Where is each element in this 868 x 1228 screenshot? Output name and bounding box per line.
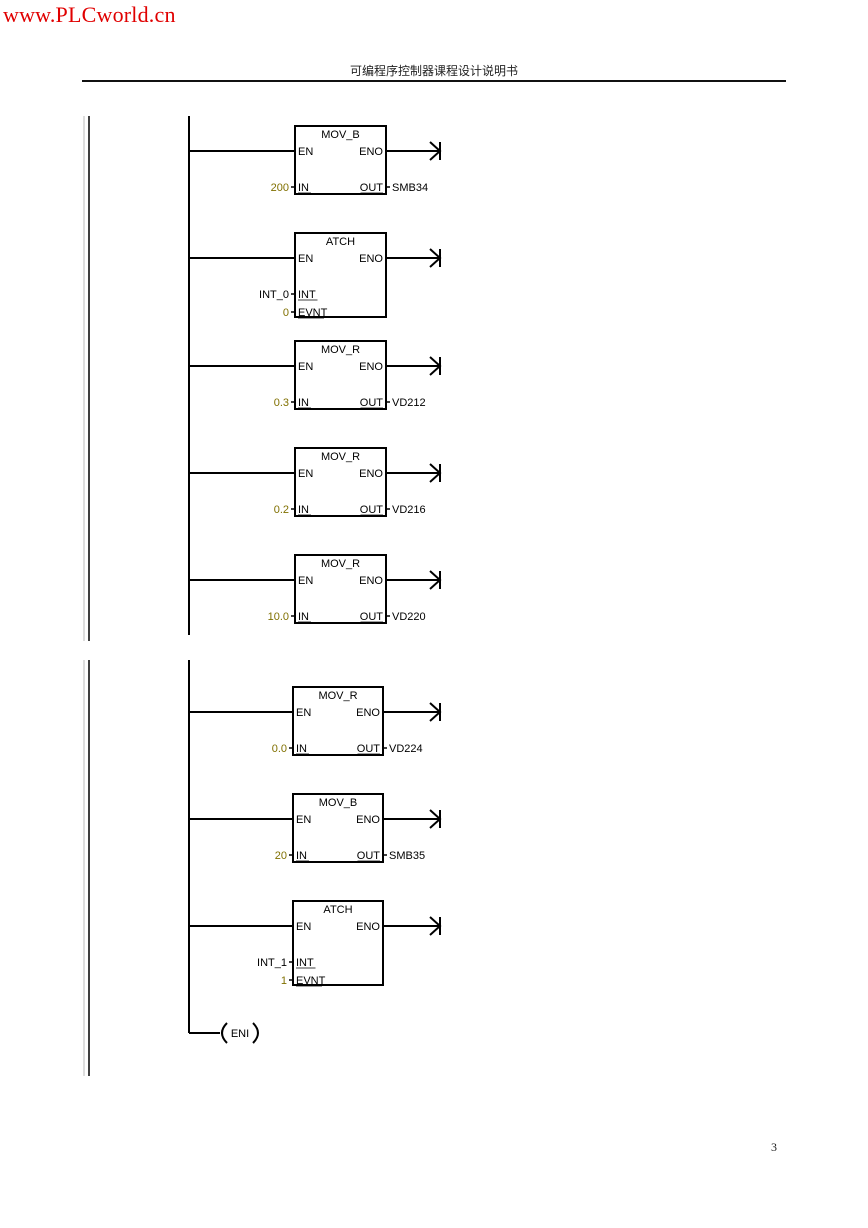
input-value: 0.3: [274, 397, 289, 409]
pin-out: OUT: [360, 182, 384, 194]
instruction-name: MOV_R: [321, 344, 360, 356]
instruction-box: [292, 686, 384, 756]
input-value: 0: [283, 307, 289, 319]
instruction-box-mov-r: MOV_R EN ENO IN 10.0 OUT VD220: [189, 554, 442, 624]
instruction-box-mov-b: MOV_B EN ENO IN 200 OUT SMB34: [189, 125, 442, 195]
pin-out: OUT: [360, 504, 384, 516]
instruction-name: ATCH: [326, 236, 355, 248]
pin-eno: ENO: [359, 361, 383, 373]
instruction-name: MOV_R: [318, 690, 357, 702]
pin-en: EN: [298, 575, 313, 587]
pin-int: INT: [298, 289, 316, 301]
pin-in: IN: [298, 611, 309, 623]
instruction-name: MOV_B: [319, 797, 358, 809]
pin-eno: ENO: [359, 575, 383, 587]
instruction-box: [294, 232, 387, 318]
pin-en: EN: [298, 146, 313, 158]
instruction-box: [292, 900, 384, 986]
pin-out: OUT: [360, 611, 384, 623]
pin-en: EN: [298, 361, 313, 373]
pin-in: IN: [298, 397, 309, 409]
instruction-box: [294, 125, 387, 195]
pin-evnt: EVNT: [298, 307, 328, 319]
header-divider: [82, 80, 786, 82]
instruction-box: [294, 447, 387, 517]
input-value: INT_0: [259, 289, 289, 301]
pin-in: IN: [296, 850, 307, 862]
input-value: INT_1: [257, 957, 287, 969]
pin-eno: ENO: [359, 146, 383, 158]
coil-left-paren: [221, 1022, 228, 1044]
pin-en: EN: [296, 814, 311, 826]
input-value: 20: [275, 850, 287, 862]
coil-label: ENI: [231, 1028, 249, 1040]
instruction-name: MOV_R: [321, 451, 360, 463]
output-value: SMB34: [392, 182, 428, 194]
instruction-box: [292, 793, 384, 863]
pin-en: EN: [296, 921, 311, 933]
pin-eno: ENO: [356, 707, 380, 719]
input-value: 10.0: [268, 611, 289, 623]
input-value: 0.0: [272, 743, 287, 755]
pin-eno: ENO: [356, 921, 380, 933]
pin-eno: ENO: [359, 253, 383, 265]
pin-eno: ENO: [356, 814, 380, 826]
watermark-link[interactable]: www.PLCworld.cn: [3, 2, 176, 27]
instruction-name: ATCH: [323, 904, 352, 916]
instruction-box-mov-b: MOV_B EN ENO IN 20 OUT SMB35: [189, 793, 442, 863]
pin-out: OUT: [357, 850, 381, 862]
instruction-box: [294, 340, 387, 410]
output-value: VD224: [389, 743, 423, 755]
pin-evnt: EVNT: [296, 975, 326, 987]
pin-in: IN: [298, 504, 309, 516]
eni-coil: ENI: [188, 1022, 259, 1044]
input-value: 0.2: [274, 504, 289, 516]
coil-right-paren: [252, 1022, 259, 1044]
pin-en: EN: [298, 253, 313, 265]
output-value: VD220: [392, 611, 426, 623]
instruction-box: [294, 554, 387, 624]
pin-out: OUT: [357, 743, 381, 755]
instruction-box-mov-r: MOV_R EN ENO IN 0.3 OUT VD212: [189, 340, 442, 410]
instruction-box-mov-r: MOV_R EN ENO IN 0.2 OUT VD216: [189, 447, 442, 517]
input-value: 200: [271, 182, 289, 194]
output-value: VD212: [392, 397, 426, 409]
pin-eno: ENO: [359, 468, 383, 480]
instruction-name: MOV_B: [321, 129, 360, 141]
page-header-title: 可编程序控制器课程设计说明书: [349, 64, 518, 78]
pin-out: OUT: [360, 397, 384, 409]
pin-en: EN: [298, 468, 313, 480]
instruction-box-mov-r: MOV_R EN ENO IN 0.0 OUT VD224: [189, 686, 442, 756]
output-value: SMB35: [389, 850, 425, 862]
pin-in: IN: [296, 743, 307, 755]
pin-in: IN: [298, 182, 309, 194]
instruction-name: MOV_R: [321, 558, 360, 570]
input-value: 1: [281, 975, 287, 987]
pin-int: INT: [296, 957, 314, 969]
output-value: VD216: [392, 504, 426, 516]
pin-en: EN: [296, 707, 311, 719]
page-number: 3: [771, 1140, 777, 1154]
